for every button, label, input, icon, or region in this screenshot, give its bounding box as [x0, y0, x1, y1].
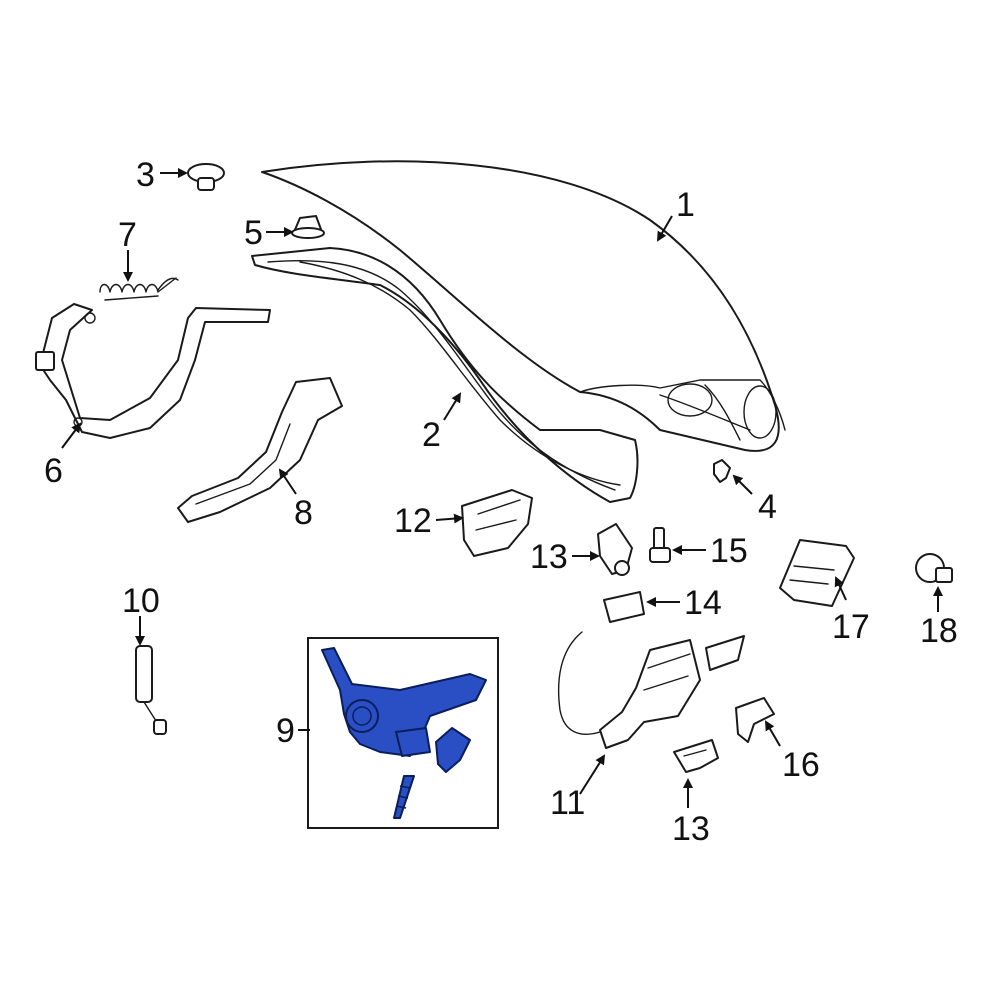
connector-part-13a[interactable] — [597, 523, 633, 576]
bolt-part[interactable] — [649, 527, 671, 563]
clip-part-18[interactable] — [915, 553, 953, 583]
callout-14: 14 — [684, 584, 722, 622]
callout-8: 8 — [294, 494, 313, 532]
callout-5: 5 — [244, 214, 263, 252]
spring-part[interactable] — [99, 277, 179, 301]
callout-16: 16 — [782, 746, 820, 784]
callout-15: 15 — [710, 532, 748, 570]
clip-part-16[interactable] — [735, 697, 775, 743]
callout-6: 6 — [44, 452, 63, 490]
latch-assembly-part[interactable] — [307, 637, 499, 829]
callout-labels: 1 2 3 4 5 6 7 8 9 10 11 12 13 13 14 15 1… — [44, 156, 958, 848]
callout-7: 7 — [118, 216, 137, 254]
callout-1: 1 — [676, 186, 695, 224]
callout-3: 3 — [136, 156, 155, 194]
callout-18: 18 — [920, 612, 958, 650]
pad-part[interactable] — [603, 591, 645, 623]
callout-9: 9 — [276, 712, 295, 750]
callout-13a: 13 — [530, 538, 568, 576]
clip-part-4[interactable] — [713, 459, 731, 483]
inner-panel-part[interactable] — [251, 247, 639, 503]
lamp-housing-part[interactable] — [779, 539, 855, 607]
callout-10: 10 — [122, 582, 160, 620]
bracket-part-12[interactable] — [461, 489, 533, 557]
hinge-part[interactable] — [35, 303, 271, 439]
gas-strut-part[interactable] — [135, 645, 167, 735]
callout-13b: 13 — [672, 810, 710, 848]
trunk-lid-part[interactable] — [261, 160, 786, 452]
callout-12: 12 — [394, 502, 432, 540]
leader-lines — [61, 168, 943, 808]
callout-11: 11 — [550, 784, 585, 822]
callout-4: 4 — [758, 488, 777, 526]
callout-17: 17 — [832, 608, 870, 646]
switch-part-13b[interactable] — [673, 739, 719, 773]
grommet-part[interactable] — [291, 215, 325, 239]
bumper-stop-part[interactable] — [187, 163, 225, 191]
hinge-cover-part[interactable] — [177, 377, 343, 523]
callout-2: 2 — [422, 416, 441, 454]
release-handle-part[interactable] — [557, 631, 745, 749]
